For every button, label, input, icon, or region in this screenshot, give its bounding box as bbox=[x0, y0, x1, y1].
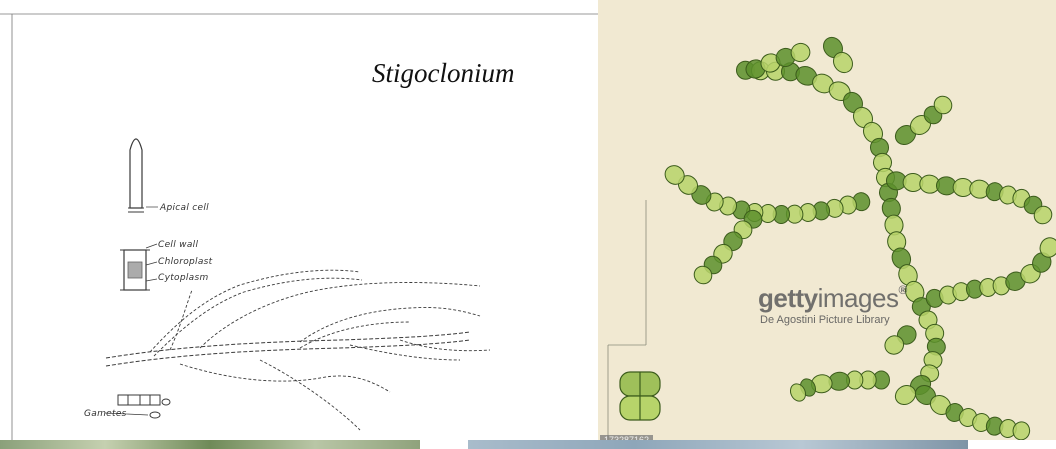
apical-cell-drawing bbox=[130, 139, 142, 208]
watermark-logo: gettyimages® bbox=[758, 283, 907, 314]
bottom-photo-left bbox=[0, 440, 420, 449]
filament-chains bbox=[661, 34, 1056, 440]
algae-illustration bbox=[598, 0, 1056, 440]
illustration-panel: gettyimages® De Agostini Picture Library… bbox=[598, 0, 1056, 440]
spore-pair bbox=[620, 372, 660, 420]
branches-drawing bbox=[150, 270, 490, 430]
bottom-photo-right bbox=[468, 440, 968, 449]
bottom-photo-strip bbox=[0, 440, 1056, 449]
label-apical-cell: Apical cell bbox=[160, 203, 209, 213]
algae-sketch bbox=[0, 0, 598, 440]
label-gametes: Gametes bbox=[84, 409, 127, 419]
watermark-brand-light: images bbox=[818, 283, 899, 313]
watermark-brand-bold: getty bbox=[758, 283, 818, 313]
label-cytoplasm: Cytoplasm bbox=[158, 273, 209, 283]
sketch-panel: Stigoclonium bbox=[0, 0, 598, 440]
label-chloroplast: Chloroplast bbox=[158, 257, 212, 267]
main-filament-drawing bbox=[106, 332, 470, 366]
watermark-credit: De Agostini Picture Library bbox=[760, 314, 890, 326]
label-cell-wall: Cell wall bbox=[158, 240, 198, 250]
watermark-reg: ® bbox=[898, 283, 906, 297]
